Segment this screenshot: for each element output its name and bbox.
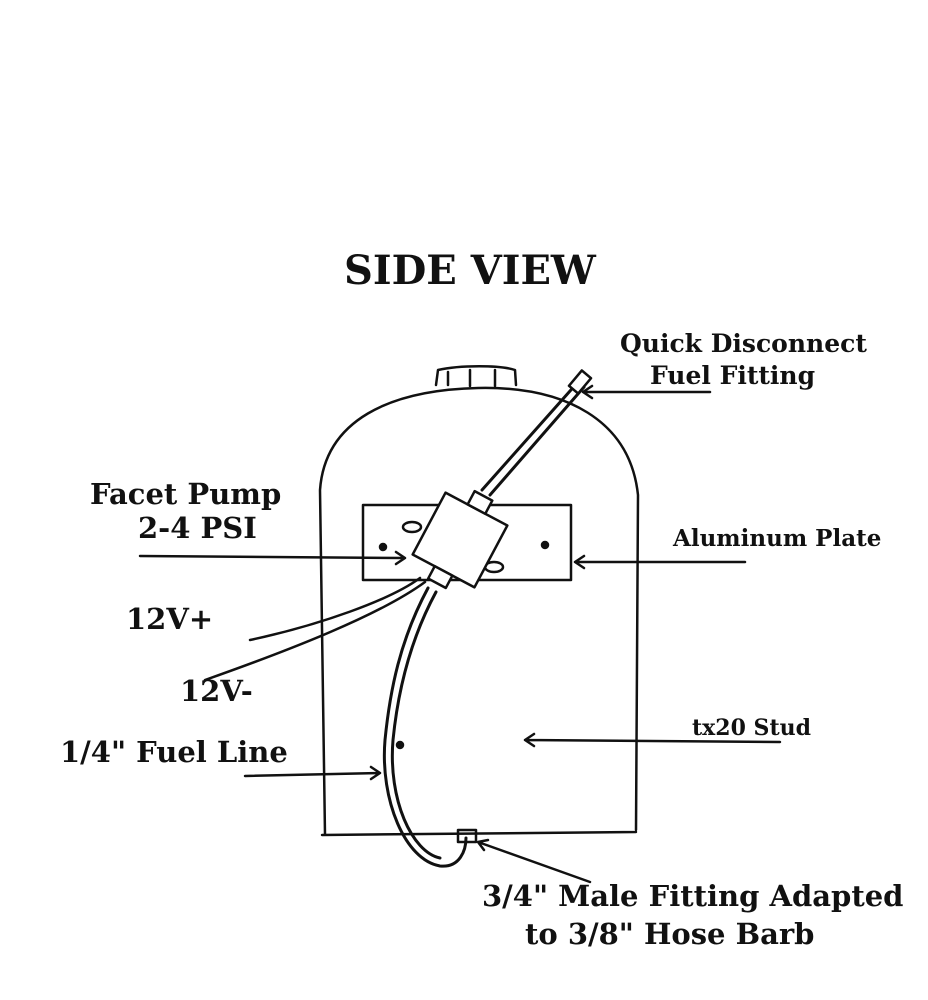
facet-pump [411, 489, 509, 590]
label-male-fitting-line2: to 3/8" Hose Barb [525, 917, 815, 951]
label-12v-minus: 12V- [180, 674, 253, 708]
page-title: SIDE VIEW [344, 247, 596, 294]
label-12v-plus: 12V+ [126, 602, 214, 636]
quick-disconnect-fitting [567, 369, 593, 395]
upper-fuel-line [480, 380, 586, 497]
label-aluminum-plate: Aluminum Plate [673, 525, 882, 552]
tank-outline [318, 386, 640, 837]
plate-bolt [401, 520, 423, 534]
arrow-stud [523, 732, 782, 748]
label-quick-disconnect-line2: Fuel Fitting [650, 361, 816, 390]
label-quick-disconnect-line1: Quick Disconnect [620, 329, 867, 358]
arrow-fuel-line [243, 765, 382, 781]
label-facet-pump-line1: Facet Pump [90, 477, 282, 511]
arrow-quick-disconnect [581, 384, 712, 400]
plate-hole [540, 540, 550, 550]
fuel-line-hose [382, 586, 468, 868]
plate-hole [378, 542, 388, 552]
wire-12v-minus [203, 580, 427, 682]
arrow-male-fitting [476, 838, 592, 884]
tank-cap [434, 365, 518, 388]
label-tx20-stud: tx20 Stud [692, 715, 811, 741]
label-fuel-line: 1/4" Fuel Line [60, 735, 288, 769]
arrow-facet-pump [138, 550, 407, 566]
stud-dot [395, 740, 405, 750]
bottom-fitting [456, 828, 478, 844]
arrow-aluminum-plate [573, 554, 747, 570]
label-male-fitting-line1: 3/4" Male Fitting Adapted [482, 879, 904, 913]
wire-12v-plus [248, 576, 422, 642]
label-facet-pump-line2: 2-4 PSI [138, 511, 257, 545]
